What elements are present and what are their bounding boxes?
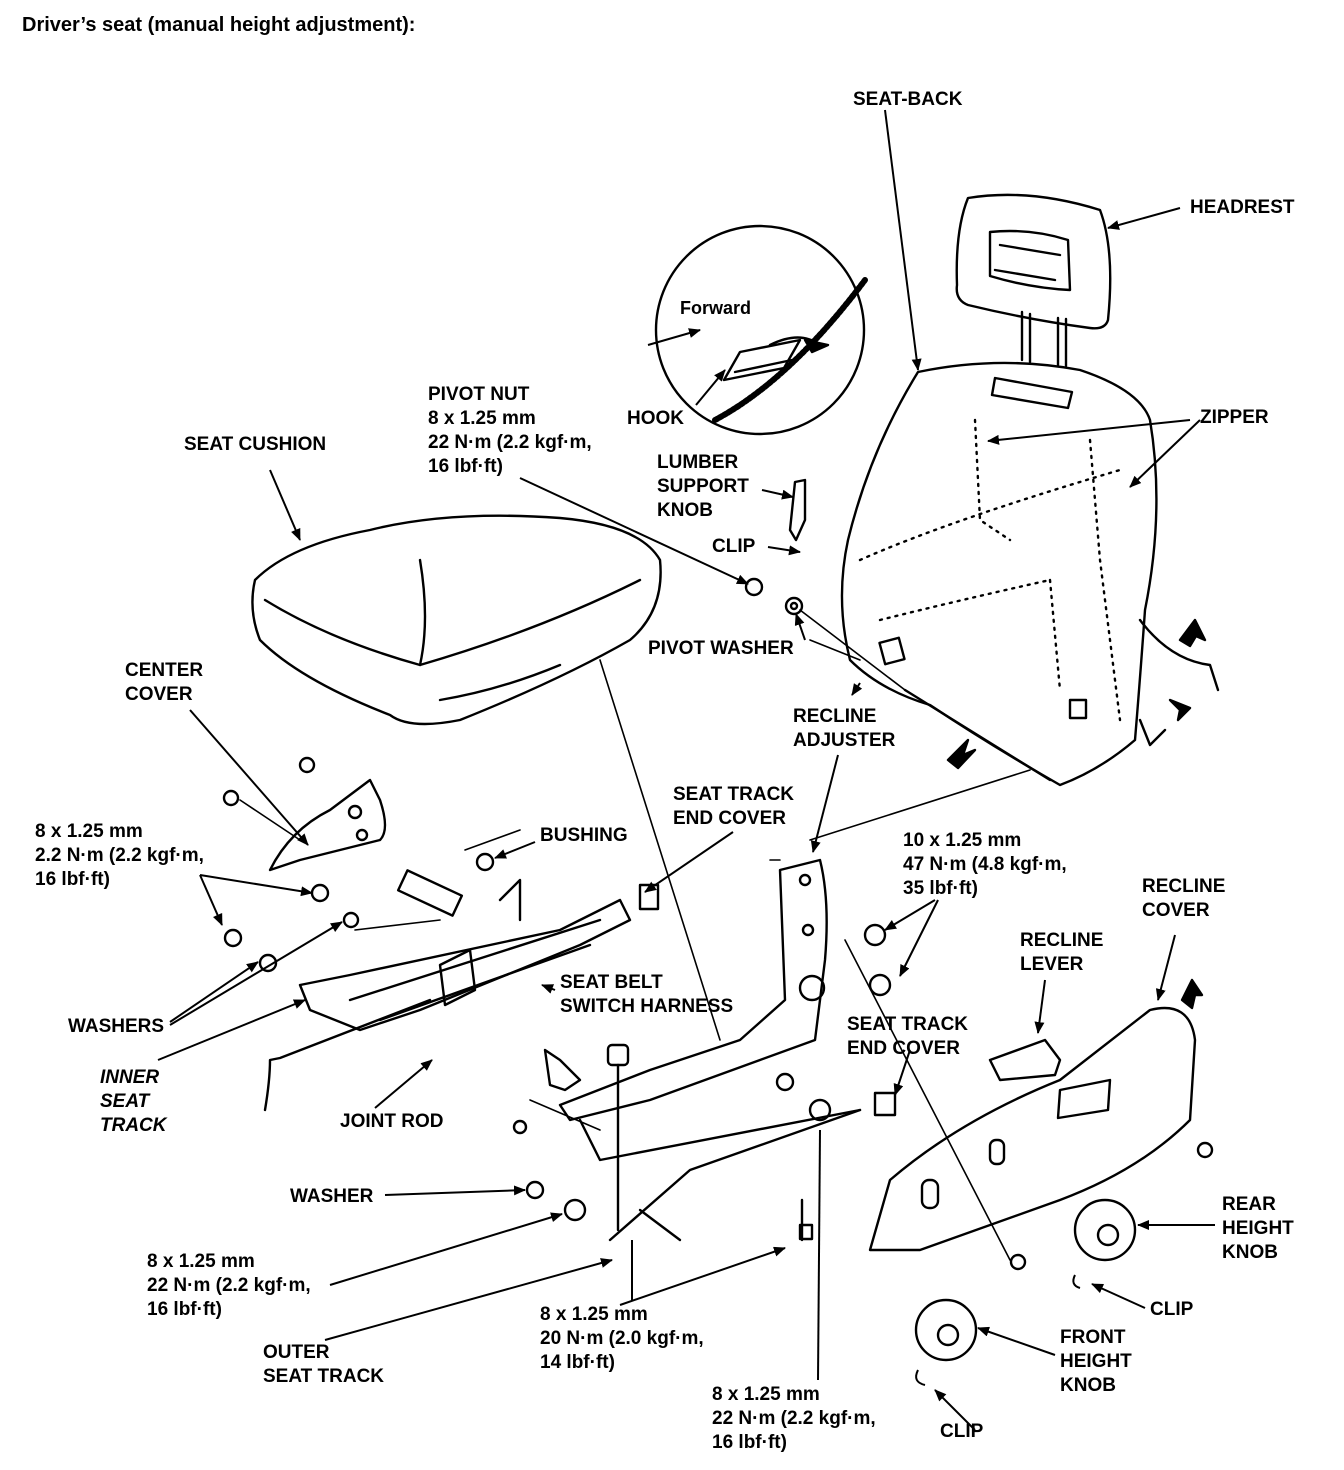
headrest-label: HEADREST [1190, 197, 1295, 218]
hardware-parts [222, 478, 1214, 1271]
leader-lines [631, 1129, 1081, 1386]
recline-adjuster-part [558, 858, 862, 1242]
forward-label: Forward [680, 298, 752, 318]
alignment-lines [239, 609, 1031, 1261]
clip-bottom-label: CLIP [940, 1421, 984, 1442]
seat-back-label: SEAT-BACK [853, 89, 963, 110]
center-cover-part [268, 778, 387, 872]
recline-lever-part [988, 1038, 1062, 1082]
washer-label: WASHER [290, 1186, 374, 1207]
clip-upper-label: CLIP [712, 536, 756, 557]
zipper-label: ZIPPER [1200, 407, 1269, 428]
rear-height-knob-part [1073, 1198, 1137, 1262]
page-title: Driver’s seat (manual height adjustment)… [22, 14, 416, 36]
headrest-part [955, 193, 1112, 368]
recline-cover-part [868, 1006, 1197, 1252]
bushing-label: BUSHING [540, 825, 628, 846]
seat-cushion-label: SEAT CUSHION [184, 434, 327, 455]
direction-arrows [803, 338, 1207, 1010]
pivot-washer-label: PIVOT WASHER [648, 638, 794, 659]
seat-cushion-part [251, 514, 662, 726]
washers-label: WASHERS [68, 1016, 165, 1037]
hook-detail-inset [654, 224, 868, 436]
clip-mid-label: CLIP [1150, 1299, 1194, 1320]
leader-arrows [157, 109, 1215, 1431]
seat-back-part [840, 361, 1220, 787]
front-height-knob-part [914, 1298, 978, 1362]
joint-rod-label: JOINT ROD [340, 1111, 444, 1132]
hook-label: HOOK [627, 408, 684, 429]
inner-seat-track-part [263, 869, 632, 1112]
